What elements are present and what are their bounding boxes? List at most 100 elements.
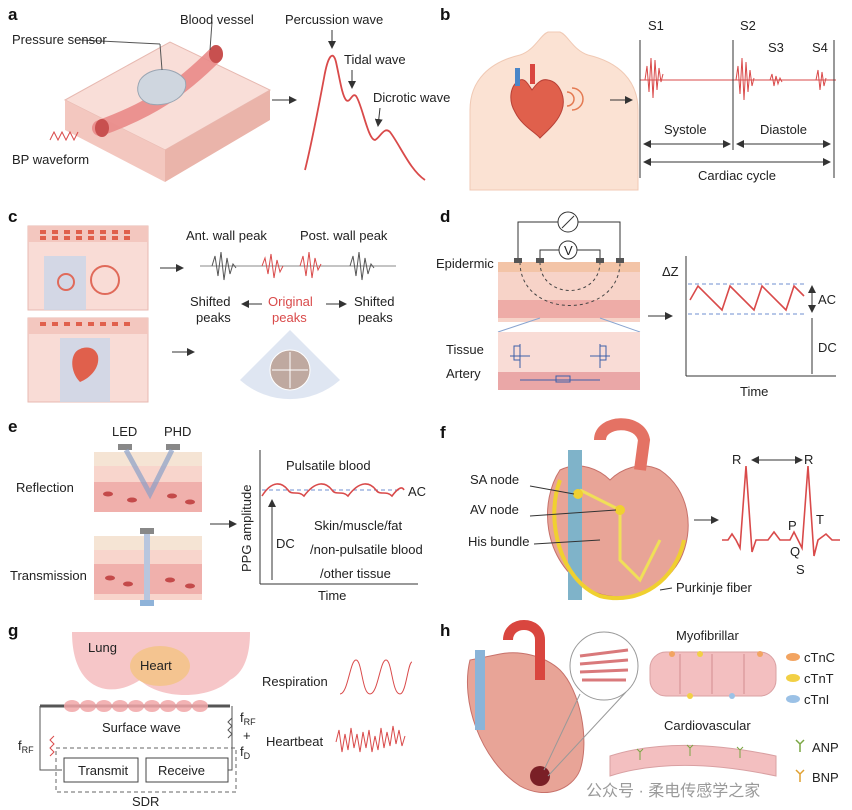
tissue-block-front xyxy=(165,90,270,182)
watermark: 公众号 · 柔电传感学之家 xyxy=(586,782,760,800)
heart-c xyxy=(72,347,99,382)
respiration-wave xyxy=(339,659,413,695)
vessel-end-right xyxy=(209,45,223,63)
s1-burst xyxy=(644,57,664,99)
transmission-label: Transmission xyxy=(10,568,87,583)
panel-a: a Pressure sensor Blood vessel BP wavefo… xyxy=(8,5,450,182)
impedance-wave xyxy=(689,284,805,312)
tissue-block-side xyxy=(65,100,165,182)
his-label: His bundle xyxy=(468,534,529,549)
receive-box xyxy=(145,757,229,783)
heart-h xyxy=(466,652,585,794)
surface-wave-lobes xyxy=(64,700,208,712)
s-label: S xyxy=(796,562,805,577)
ac-label-e: AC xyxy=(408,484,426,499)
delta-z-label: ΔZ xyxy=(662,264,679,279)
rf-wave-left xyxy=(49,735,55,757)
frf-left: fRF xyxy=(18,738,34,755)
transmit-box xyxy=(63,757,139,783)
sound-icon xyxy=(566,87,584,111)
purkinje-label: Purkinje fiber xyxy=(676,580,753,595)
panel-f: f SA node AV node His bundle Purkinje fi… xyxy=(440,418,840,601)
frf-right: fRF xyxy=(240,710,256,727)
s4-label: S4 xyxy=(812,40,828,55)
cycle-label: Cardiac cycle xyxy=(698,168,776,183)
plus-sign: + xyxy=(243,728,251,743)
cardiovascular-label: Cardiovascular xyxy=(664,718,751,733)
systole-label: Systole xyxy=(664,122,707,137)
panel-b: b S1 S2 S3 S4 Systole Diastole Cardiac c… xyxy=(440,5,836,191)
r2-label: R xyxy=(804,452,813,467)
echo-red-left xyxy=(261,253,284,279)
pressure-sensor xyxy=(137,69,187,106)
myofibrillar-label: Myofibrillar xyxy=(676,628,740,643)
bp-waveform-label: BP waveform xyxy=(12,152,89,167)
shifted-left-2: peaks xyxy=(196,310,231,325)
panel-b-letter: b xyxy=(440,5,450,24)
respiration-label: Respiration xyxy=(262,674,328,689)
bnp-label: BNP xyxy=(812,770,839,785)
panel-h: h Myofibrillar cTnC cTnT cTnI Cardiovasc… xyxy=(440,620,839,794)
panel-a-letter: a xyxy=(8,5,18,24)
t-label: T xyxy=(816,512,824,527)
zoom-circle xyxy=(569,631,639,701)
pressure-sensor-label: Pressure sensor xyxy=(12,32,107,47)
phd-label: PHD xyxy=(164,424,191,439)
vessel-leader xyxy=(209,21,213,51)
vessel-end-left xyxy=(95,119,109,137)
ppg-ylabel: PPG amplitude xyxy=(239,485,254,572)
aorta xyxy=(594,418,651,471)
ppg-wave xyxy=(261,483,405,498)
s1-label: S1 xyxy=(648,18,664,33)
echo-gray-right xyxy=(349,251,375,281)
blood-vessel-label: Blood vessel xyxy=(180,12,254,27)
led-label: LED xyxy=(112,424,137,439)
sa-label: SA node xyxy=(470,472,519,487)
vessel-red-b xyxy=(530,64,535,84)
av-node xyxy=(615,505,625,515)
vessel-cross-section xyxy=(57,273,75,291)
panel-g-letter: g xyxy=(8,621,18,640)
ctni-icon xyxy=(786,695,800,703)
phd-sensor-trans xyxy=(140,600,154,606)
epidermic-label: Epidermic xyxy=(436,256,494,271)
panel-h-letter: h xyxy=(440,621,450,640)
myofibril-strands xyxy=(579,648,629,682)
dc-label-e: DC xyxy=(276,536,295,551)
panel-f-letter: f xyxy=(440,423,446,442)
reflection-label: Reflection xyxy=(16,480,74,495)
panel-c: c Ant. wall peak Post. wall peak Shifted… xyxy=(8,207,396,403)
led-sensor-trans xyxy=(140,528,154,534)
shifted-left-1: Shifted xyxy=(190,294,230,309)
heart-f xyxy=(547,465,689,598)
diastole-label: Diastole xyxy=(760,122,807,137)
ctni-label: cTnI xyxy=(804,692,829,707)
time-label-d: Time xyxy=(740,384,768,399)
heartbeat-wave xyxy=(335,725,406,753)
original-2: peaks xyxy=(272,310,307,325)
receive-label: Receive xyxy=(158,763,205,778)
panel-g: g Lung Heart Surface wave Transmit Recei… xyxy=(8,621,413,809)
panel-d-letter: d xyxy=(440,207,450,226)
tidal-label: Tidal wave xyxy=(344,52,406,67)
tissue-line-2: /non-pulsatile blood xyxy=(310,542,423,557)
troponin-markers xyxy=(669,651,763,699)
r1-label: R xyxy=(732,452,741,467)
ctnt-icon xyxy=(786,674,800,682)
panel-d: d V Epidermic Tissue Artery ΔZ xyxy=(436,207,837,399)
p-label: P xyxy=(788,518,797,533)
bp-mini-wave xyxy=(49,130,79,142)
infarct-spot xyxy=(530,766,550,786)
tissue-label: Tissue xyxy=(446,342,484,357)
tissue-line-1: Skin/muscle/fat xyxy=(314,518,403,533)
conduction-path xyxy=(579,488,662,583)
heart-label-g: Heart xyxy=(140,658,172,673)
panel-c-letter: c xyxy=(8,207,17,226)
av-label: AV node xyxy=(470,502,519,517)
ctnc-label: cTnC xyxy=(804,650,835,665)
heart-b xyxy=(510,79,564,139)
artery-label: Artery xyxy=(446,366,481,381)
ctnc-icon xyxy=(786,653,800,661)
s3-burst xyxy=(769,73,783,87)
